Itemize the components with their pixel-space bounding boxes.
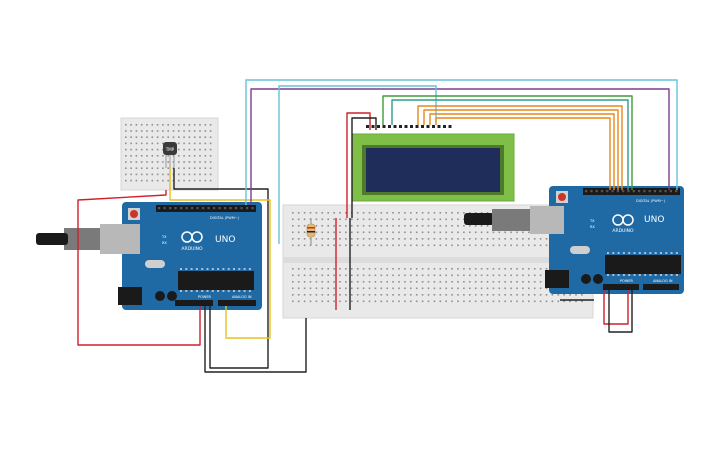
wire-orange-4 bbox=[435, 117, 611, 190]
digital-label-left: DIGITAL (PWM~) bbox=[210, 216, 240, 220]
microcontroller-chip-left bbox=[178, 271, 254, 290]
microcontroller-chip-right bbox=[605, 255, 681, 274]
arduino-left[interactable]: ARDUINO UNO DIGITAL (PWM~) ANALOG IN POW… bbox=[36, 202, 262, 310]
wire-black-sensor bbox=[173, 168, 269, 369]
wire-cyan-top bbox=[245, 79, 678, 205]
power-jack-right bbox=[545, 270, 569, 288]
wire-red-lcd bbox=[346, 112, 371, 218]
wire-orange-1 bbox=[417, 105, 623, 190]
digital-label-right: DIGITAL (PWM~) bbox=[636, 199, 666, 203]
wire-cyan-lcd bbox=[278, 85, 437, 244]
resistor[interactable] bbox=[306, 218, 316, 245]
power-label-right: POWER bbox=[620, 279, 634, 283]
usb-cable-right bbox=[492, 209, 538, 231]
wire-green-1 bbox=[382, 95, 633, 190]
model-label-right: UNO bbox=[644, 215, 664, 225]
arduino-logo-left bbox=[181, 231, 203, 243]
wire-orange-3 bbox=[429, 113, 615, 190]
wire-black-lcd bbox=[351, 117, 377, 218]
rx-label-left: RX bbox=[162, 241, 167, 245]
lcd-screen bbox=[366, 148, 500, 192]
lcd-display[interactable] bbox=[351, 125, 515, 202]
arduino-right[interactable]: ARDUINO UNO DIGITAL (PWM~) ANALOG IN POW… bbox=[464, 186, 684, 294]
analog-label-left: ANALOG IN bbox=[232, 295, 252, 299]
wire-teal-1 bbox=[391, 99, 629, 190]
wire-orange-2 bbox=[423, 109, 619, 190]
wire-red-left bbox=[77, 190, 201, 346]
brand-label-left: ARDUINO bbox=[181, 246, 203, 252]
wire-black-main bbox=[204, 306, 307, 373]
usb-port-right bbox=[530, 206, 564, 234]
reset-button-left[interactable] bbox=[130, 210, 138, 218]
main-breadboard-holes bbox=[292, 212, 583, 303]
usb-port-left bbox=[100, 224, 140, 254]
small-breadboard-holes bbox=[125, 124, 212, 182]
arduino-logo-right bbox=[612, 214, 634, 226]
rx-label-right: RX bbox=[590, 225, 595, 229]
tx-label-right: TX bbox=[589, 219, 595, 223]
right-digital-header bbox=[585, 190, 678, 193]
left-digital-header bbox=[158, 207, 254, 210]
model-label-left: UNO bbox=[215, 235, 235, 245]
wires bbox=[77, 79, 678, 373]
lcd-pin-header bbox=[366, 125, 452, 128]
power-label-left: POWER bbox=[198, 295, 212, 299]
brand-label-right: ARDUINO bbox=[612, 228, 634, 234]
power-jack-left bbox=[118, 287, 142, 305]
wire-yellow-sensor bbox=[169, 168, 271, 339]
tx-label-left: TX bbox=[161, 235, 167, 239]
wire-red-right-bottom bbox=[603, 290, 629, 325]
temperature-sensor[interactable]: TMP bbox=[163, 142, 177, 168]
wire-black-right-bottom bbox=[608, 290, 633, 333]
wire-purple-top bbox=[250, 88, 670, 205]
reset-button-right[interactable] bbox=[558, 193, 566, 201]
sensor-label: TMP bbox=[165, 147, 175, 152]
analog-label-right: ANALOG IN bbox=[653, 279, 673, 283]
